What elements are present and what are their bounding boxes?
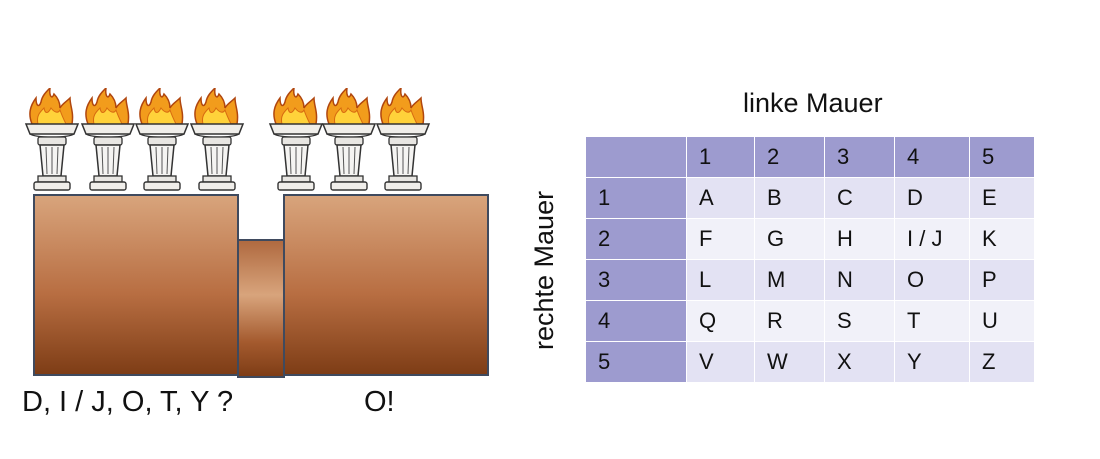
table-cell: W <box>754 341 825 383</box>
left-wall <box>33 194 239 376</box>
torch-with-flame-icon <box>25 88 79 191</box>
column-header: 1 <box>686 136 755 178</box>
right-wall <box>283 194 489 376</box>
table-cell: N <box>824 259 895 301</box>
torch-with-flame-icon <box>81 88 135 191</box>
table-cell: I / J <box>894 218 970 260</box>
table-row: 5 V W X Y Z <box>585 341 1035 383</box>
column-axis-title: linke Mauer <box>743 88 883 118</box>
table-cell: B <box>754 177 825 219</box>
table-cell: E <box>969 177 1035 219</box>
table-cell: X <box>824 341 895 383</box>
torch-with-flame-icon <box>190 88 244 191</box>
table-cell: C <box>824 177 895 219</box>
row-header: 4 <box>585 300 687 342</box>
table-cell: U <box>969 300 1035 342</box>
table-cell: F <box>686 218 755 260</box>
table-cell: T <box>894 300 970 342</box>
table-header-row: 1 2 3 4 5 <box>585 136 1035 178</box>
table-row: 1 A B C D E <box>585 177 1035 219</box>
table-row: 2 F G H I / J K <box>585 218 1035 260</box>
row-header: 5 <box>585 341 687 383</box>
table-cell: Q <box>686 300 755 342</box>
torch-with-flame-icon <box>376 88 430 191</box>
row-header: 3 <box>585 259 687 301</box>
table-cell: L <box>686 259 755 301</box>
table-cell: V <box>686 341 755 383</box>
polybius-square-table: 1 2 3 4 5 1 A B C D E 2 F G H I / J K 3 … <box>585 136 1035 383</box>
table-cell: R <box>754 300 825 342</box>
table-cell: Y <box>894 341 970 383</box>
table-row: 3 L M N O P <box>585 259 1035 301</box>
row-axis-title: rechte Mauer <box>529 190 559 350</box>
left-wall-caption: D, I / J, O, T, Y ? <box>22 386 234 418</box>
table-corner-cell <box>585 136 687 178</box>
torch-with-flame-icon <box>269 88 323 191</box>
row-header: 2 <box>585 218 687 260</box>
table-cell: O <box>894 259 970 301</box>
table-cell: K <box>969 218 1035 260</box>
column-header: 4 <box>894 136 970 178</box>
table-cell: A <box>686 177 755 219</box>
column-header: 3 <box>824 136 895 178</box>
gap-wall <box>237 239 285 378</box>
table-cell: H <box>824 218 895 260</box>
right-wall-caption: O! <box>364 386 395 418</box>
table-cell: S <box>824 300 895 342</box>
column-header: 2 <box>754 136 825 178</box>
table-cell: D <box>894 177 970 219</box>
torch-with-flame-icon <box>135 88 189 191</box>
table-cell: P <box>969 259 1035 301</box>
column-header: 5 <box>969 136 1035 178</box>
row-header: 1 <box>585 177 687 219</box>
torch-with-flame-icon <box>322 88 376 191</box>
table-cell: Z <box>969 341 1035 383</box>
table-cell: G <box>754 218 825 260</box>
table-cell: M <box>754 259 825 301</box>
table-row: 4 Q R S T U <box>585 300 1035 342</box>
